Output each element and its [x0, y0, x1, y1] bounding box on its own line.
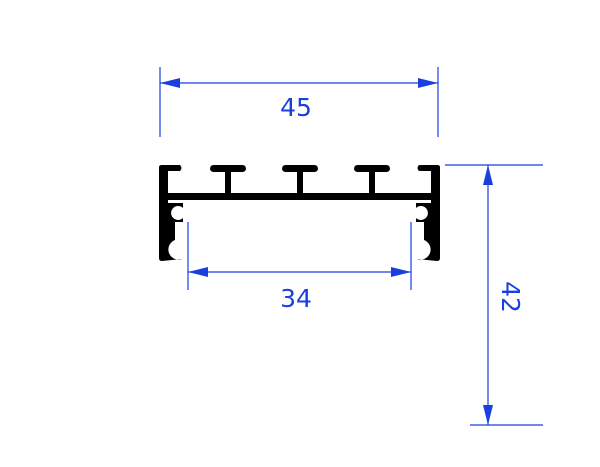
dimension-label-height: 42: [496, 281, 525, 313]
dimension-width-45: [159, 67, 439, 137]
dimension-inner-width-34: [187, 222, 412, 290]
dimension-label-width: 45: [280, 93, 312, 122]
dimension-label-inner-width: 34: [280, 284, 312, 313]
t-slot: [210, 165, 246, 195]
aluminium-profile: [159, 165, 440, 261]
t-slot: [282, 165, 318, 195]
t-slot: [354, 165, 390, 195]
dimension-height-42: [445, 164, 543, 426]
